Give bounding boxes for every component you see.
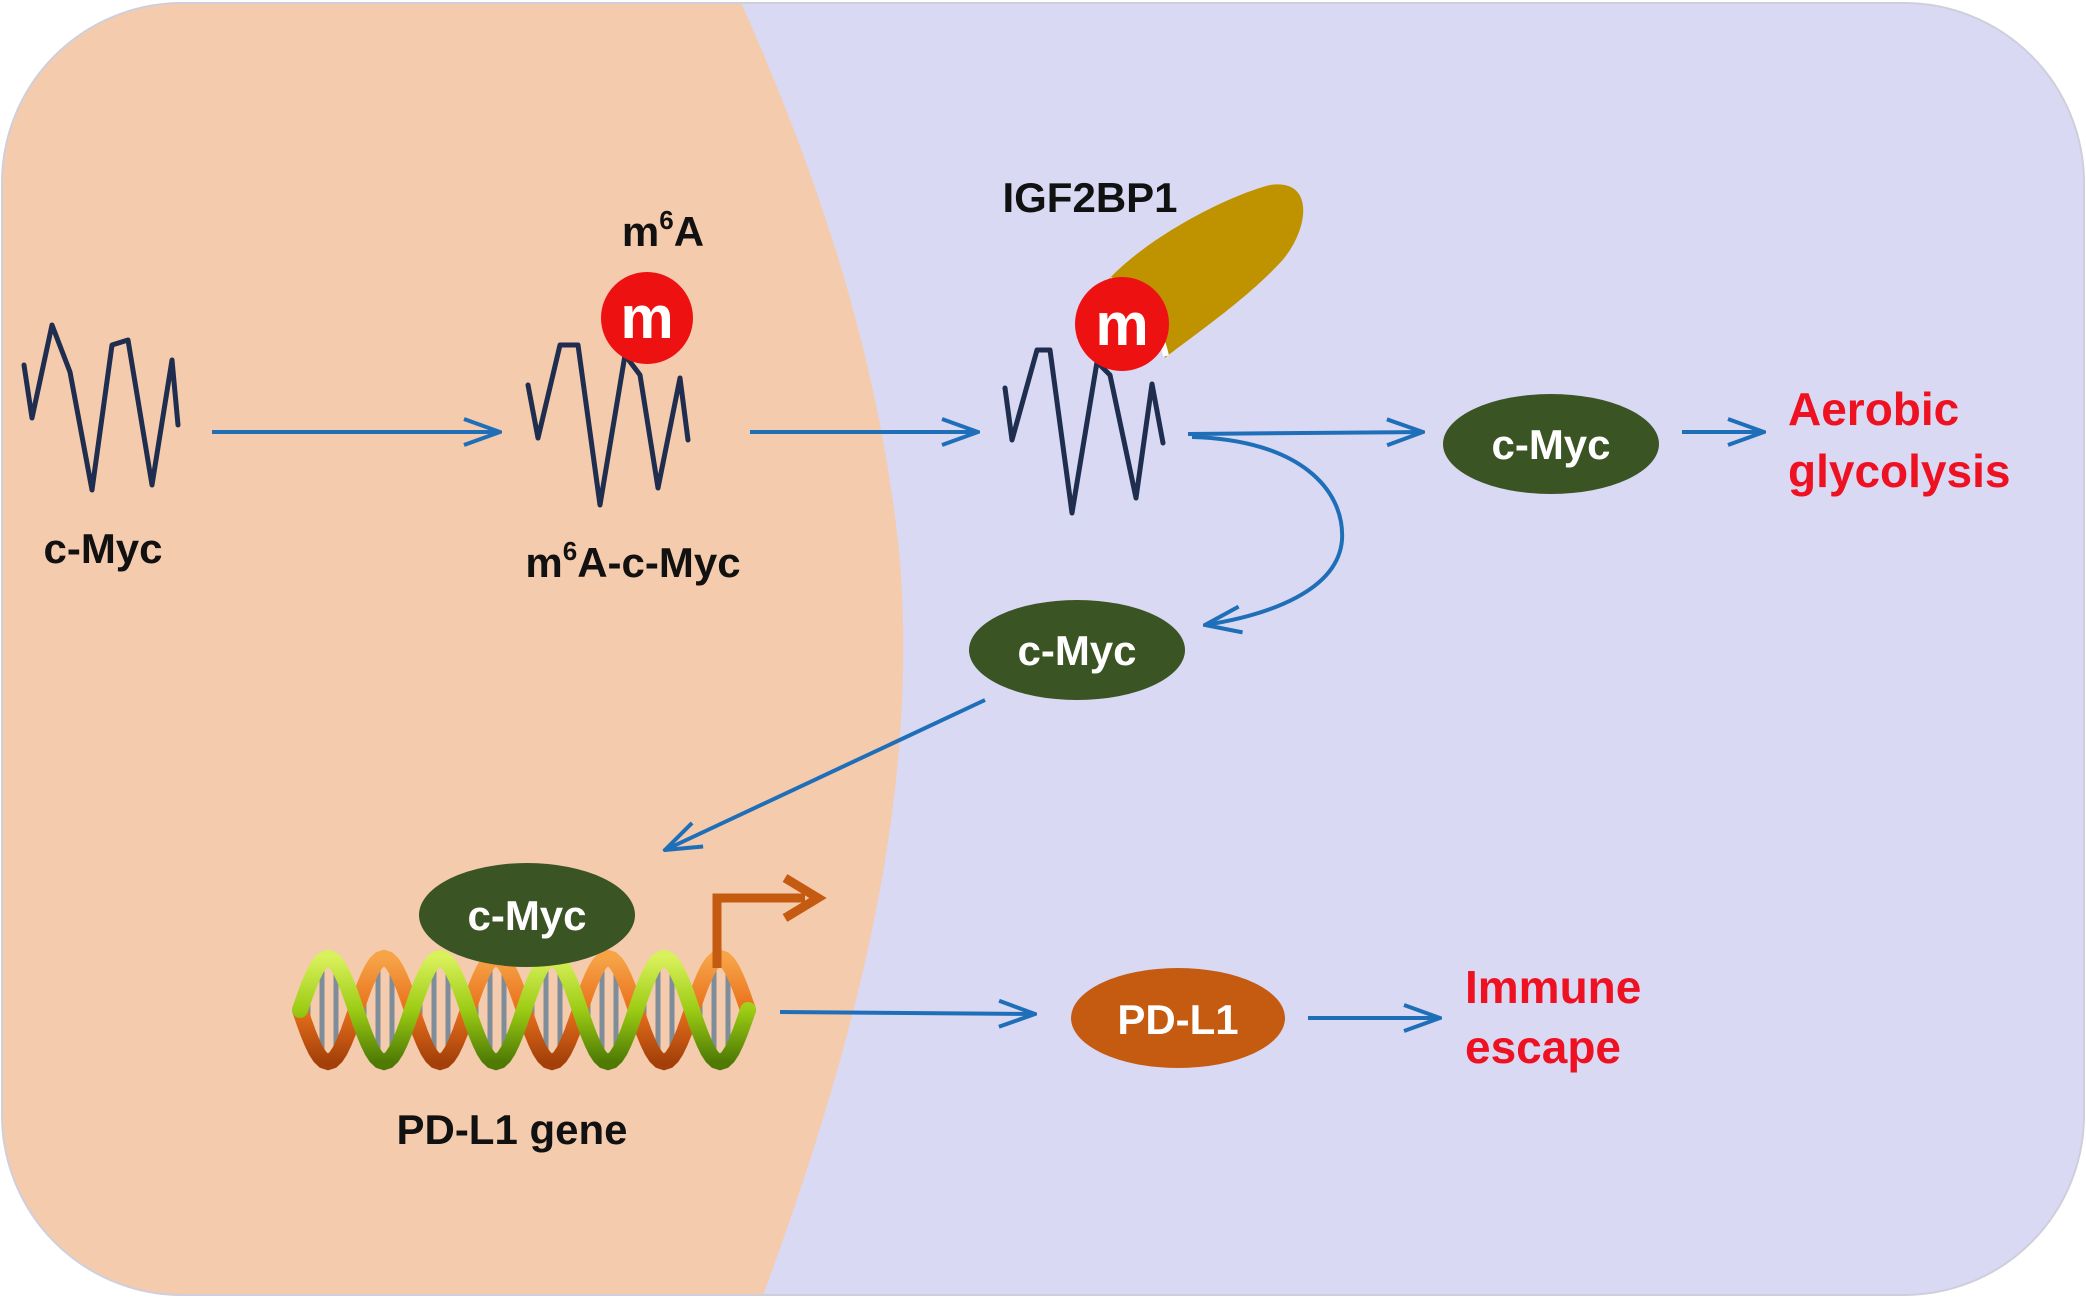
m6a-label-sup: 6	[659, 205, 673, 235]
m6a-cmyc-label-prefix: m	[525, 539, 562, 586]
m6a-cmyc-label-suffix: A-c-Myc	[577, 539, 740, 586]
cmyc-mrna-wave	[21, 322, 181, 493]
igf2bp1-label: IGF2BP1	[1002, 174, 1177, 221]
cmyc-protein-middle-label: c-Myc	[1017, 627, 1136, 674]
m6a-label-suffix: A	[674, 208, 704, 255]
cmyc-protein-dna-label: c-Myc	[467, 892, 586, 939]
immune-escape-line2: escape	[1465, 1021, 1621, 1073]
cmyc-protein-right: c-Myc	[1443, 394, 1659, 494]
cmyc-protein-middle: c-Myc	[969, 600, 1185, 700]
arrow-to-cmyc-translation	[1187, 432, 1423, 434]
arrow-gene-to-pdl1	[779, 1012, 1035, 1014]
m6a-cmyc-label: m6A-c-Myc	[525, 536, 740, 586]
pdl1-protein: PD-L1	[1071, 968, 1285, 1068]
cmyc-protein-right-label: c-Myc	[1491, 421, 1610, 468]
pdl1-gene-label: PD-L1 gene	[396, 1106, 627, 1153]
aerobic-glycolysis-line2: glycolysis	[1788, 445, 2010, 497]
m6a-label-prefix: m	[622, 208, 659, 255]
cmyc-mrna-label: c-Myc	[43, 525, 162, 572]
cmyc-protein-dna-bound: c-Myc	[419, 863, 635, 967]
m6a-cmyc-mrna-wave	[525, 342, 691, 508]
dna-strand-green	[292, 949, 756, 1071]
methyl-mark-label: m	[1095, 291, 1148, 358]
arrow-curved-to-cmyc	[1191, 435, 1345, 625]
bound-mrna-wave	[1002, 347, 1166, 516]
m6a-cmyc-label-sup: 6	[563, 536, 577, 566]
aerobic-glycolysis-line1: Aerobic	[1788, 383, 1959, 435]
arrow-cmyc-to-nucleus	[665, 698, 986, 850]
transcription-start-arrow	[712, 893, 805, 968]
pdl1-gene-dna-helix	[292, 949, 756, 1071]
nucleus-region	[2, 3, 904, 1295]
transcription-start-arrowhead	[782, 874, 827, 922]
methyl-mark-label: m	[620, 284, 673, 351]
pdl1-protein-label: PD-L1	[1117, 996, 1238, 1043]
methyl-mark-nucleus: m	[601, 272, 693, 364]
m6a-label: m6A	[622, 205, 704, 255]
methyl-mark-cytoplasm: m	[1075, 277, 1169, 371]
immune-escape-line1: Immune	[1465, 961, 1641, 1013]
